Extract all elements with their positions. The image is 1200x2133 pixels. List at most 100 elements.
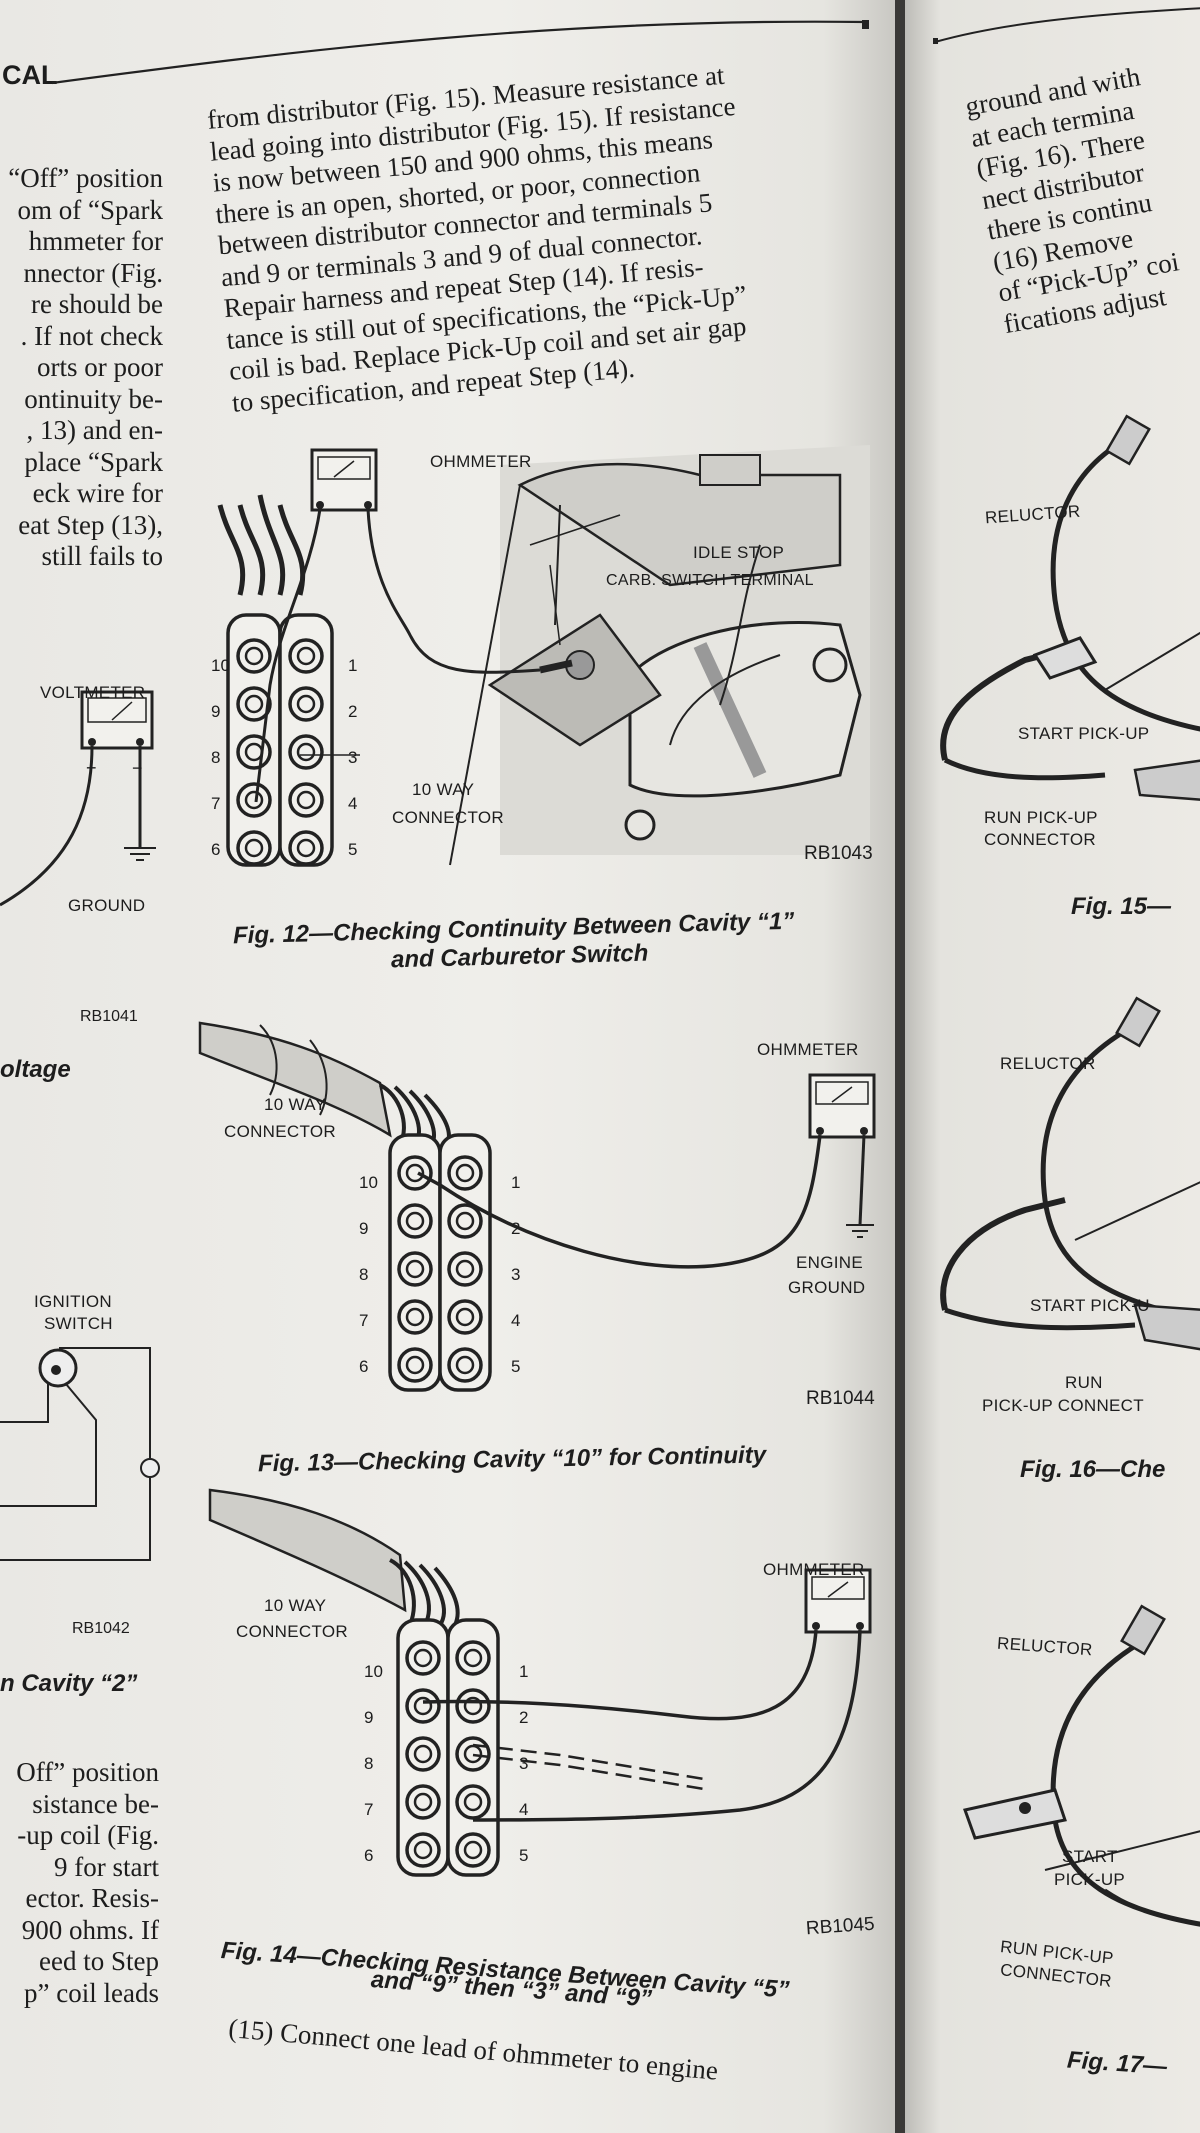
fig13-ohmmeter-label: OHMMETER: [757, 1040, 859, 1059]
connector-cavity: [455, 1832, 491, 1868]
connector-cavity-inner: [244, 646, 264, 666]
fig12-diagram: [217, 445, 870, 867]
fig17-start-label-2: PICK-UP: [1054, 1870, 1126, 1889]
voltmeter-plus: +: [86, 758, 97, 778]
connector-cavity-inner: [463, 1696, 483, 1716]
cavity-number: 1: [348, 656, 358, 675]
cavity-number: 5: [519, 1846, 529, 1865]
connector-cavity-inner: [296, 838, 316, 858]
connector-cavity: [405, 1688, 441, 1724]
fig15-run-label-2: CONNECTOR: [984, 830, 1096, 849]
connector-cavity-inner: [244, 838, 264, 858]
fig16-distributor-diagram: [940, 996, 1200, 1351]
header-rule: [51, 20, 869, 85]
connector-cavity-inner: [413, 1696, 433, 1716]
fig13-connector-holes: [397, 1155, 483, 1383]
connector-cavity-inner: [296, 646, 316, 666]
voltmeter-figure-code: RB1041: [80, 1008, 138, 1025]
text-line: hmmeter for: [28, 226, 163, 256]
fig16-run-label-2: PICK-UP CONNECT: [982, 1396, 1144, 1415]
connector-cavity-inner: [413, 1648, 433, 1668]
text-line: 900 ohms. If: [21, 1914, 159, 1945]
connector-cavity-inner: [405, 1259, 425, 1279]
connector-cavity: [447, 1347, 483, 1383]
cavity-number: 1: [519, 1662, 529, 1681]
cavity-number: 5: [511, 1357, 521, 1376]
fig13-connector-label-1: 10 WAY: [264, 1095, 327, 1114]
connector-cavity: [455, 1784, 491, 1820]
text-line: . If not check: [20, 320, 163, 351]
connector-cavity: [236, 782, 272, 818]
voltmeter-ground-label: GROUND: [68, 896, 146, 915]
fig12-idle-stop-label: IDLE STOP: [693, 543, 785, 562]
fig17-distributor-diagram: [963, 1604, 1200, 1927]
connector-cavity: [397, 1299, 433, 1335]
fig13-connector-label-2: CONNECTOR: [224, 1122, 336, 1141]
voltmeter-label: VOLTMETER: [40, 683, 146, 702]
cavity-number: 8: [211, 748, 221, 767]
connector-cavity: [288, 686, 324, 722]
fig12-connector-label-1: 10 WAY: [412, 780, 475, 799]
connector-cavity: [236, 734, 272, 770]
fig16-reluctor-label: RELUCTOR: [1000, 1054, 1096, 1073]
voltmeter-diagram: [0, 690, 156, 907]
text-line: ontinuity be-: [24, 383, 163, 414]
cavity-number: 3: [348, 748, 358, 767]
connector-cavity-inner: [413, 1792, 433, 1812]
text-line: “Off” position: [8, 163, 163, 193]
ignition-label-line2: SWITCH: [44, 1314, 113, 1333]
cavity-number: 7: [359, 1311, 369, 1330]
fig13-figure-code: RB1044: [806, 1388, 875, 1409]
cavity-number: 9: [359, 1219, 369, 1238]
cavity-number: 4: [519, 1800, 529, 1819]
cavity-number: 8: [359, 1265, 369, 1284]
text-line: 9 for start: [54, 1851, 159, 1882]
fig14-ohmmeter-label: OHMMETER: [763, 1560, 865, 1579]
connector-cavity-inner: [413, 1744, 433, 1764]
cavity-number: 10: [211, 656, 230, 675]
cavity-number: 10: [364, 1662, 383, 1681]
connector-cavity-inner: [296, 694, 316, 714]
connector-cavity: [405, 1784, 441, 1820]
text-line: orts or poor: [37, 352, 163, 382]
text-line: sistance be-: [32, 1788, 159, 1819]
connector-cavity: [236, 638, 272, 674]
connector-cavity-inner: [455, 1163, 475, 1183]
connector-cavity: [236, 830, 272, 866]
connector-cavity-inner: [463, 1648, 483, 1668]
connector-cavity: [236, 686, 272, 722]
text-line: ector. Resis-: [25, 1883, 159, 1913]
fig16-start-pickup-label: START PICK-U: [1030, 1296, 1150, 1315]
fig16-caption: Fig. 16—Che: [1020, 1456, 1166, 1483]
connector-cavity-inner: [455, 1355, 475, 1375]
fig13-engine-label: ENGINE: [796, 1253, 863, 1272]
connector-cavity-inner: [405, 1307, 425, 1327]
cavity-number: 1: [511, 1173, 521, 1192]
text-line: place “Spark: [24, 446, 163, 477]
cavity-number: 9: [364, 1708, 374, 1727]
text-line: p” coil leads: [24, 1977, 159, 2008]
text-line: nnector (Fig.: [23, 257, 163, 288]
connector-cavity-inner: [463, 1792, 483, 1812]
fig16-run-label-1: RUN: [1065, 1373, 1103, 1392]
connector-cavity-inner: [455, 1211, 475, 1231]
fig12-caption-line2: and Carburetor Switch: [390, 939, 649, 974]
connector-cavity-inner: [405, 1211, 425, 1231]
right-header-rule: [933, 7, 1200, 44]
connector-cavity: [447, 1299, 483, 1335]
fig14-figure-code: RB1045: [805, 1913, 876, 1940]
connector-cavity: [288, 782, 324, 818]
main-column-final-line: (15) Connect one lead of ohmmeter to eng…: [227, 2013, 720, 2086]
text-line: om of “Spark: [17, 194, 163, 225]
fig14-connector-label-1: 10 WAY: [264, 1596, 327, 1615]
cavity-number: 10: [359, 1173, 378, 1192]
connector-cavity: [397, 1251, 433, 1287]
connector-cavity: [455, 1688, 491, 1724]
fig15-caption: Fig. 15—: [1071, 893, 1172, 920]
text-line: re should be: [31, 289, 163, 319]
cavity-number: 3: [511, 1265, 521, 1284]
